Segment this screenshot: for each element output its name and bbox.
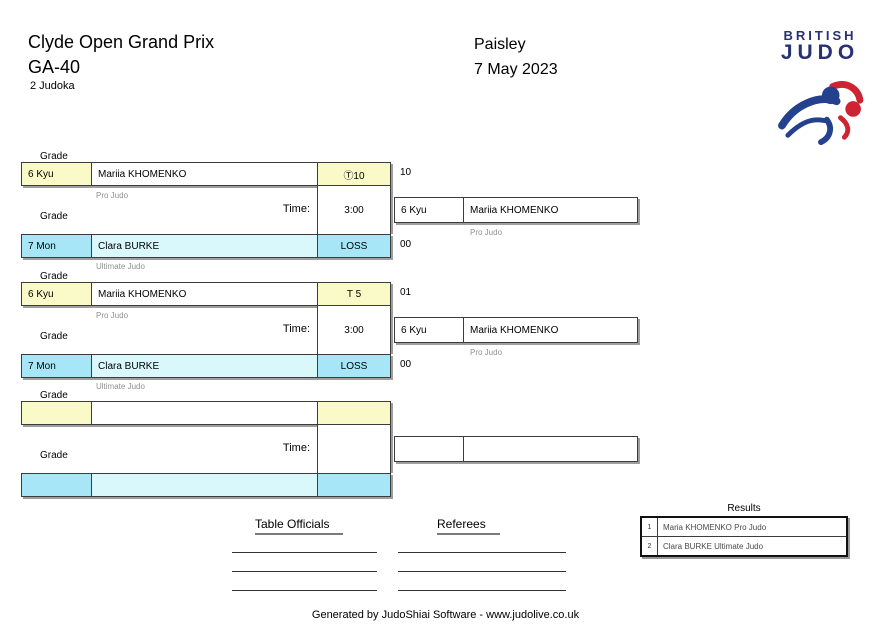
signature-line: [232, 571, 377, 572]
venue-name: Paisley: [474, 36, 526, 53]
time-label: Time:: [282, 203, 310, 215]
british-judo-logo: BRITISH JUDO: [772, 28, 868, 152]
results-row: 2 Clara BURKE Ultimate Judo: [642, 536, 846, 555]
venue-block: Paisley 7 May 2023: [474, 32, 558, 82]
results-row: 1 Maria KHOMENKO Pro Judo: [642, 518, 846, 536]
grade-label: Grade: [40, 331, 68, 342]
name-cell: Mariia KHOMENKO: [91, 163, 317, 185]
header-title-block: Clyde Open Grand Prix GA-40: [28, 30, 214, 80]
fighter-row-white: 6 Kyu Mariia KHOMENKO T 5: [21, 282, 391, 306]
points-value: 00: [400, 359, 412, 370]
match-bracket-2: Grade 6 Kyu Mariia KHOMENKO T 5 Pro Judo…: [0, 271, 891, 396]
winner-club-label: Pro Judo: [470, 228, 503, 237]
logo-text-judo: JUDO: [780, 41, 860, 64]
result-text: Clara BURKE Ultimate Judo: [663, 541, 764, 551]
category-title: GA-40: [28, 57, 81, 77]
score-cell: [317, 474, 390, 496]
score-cell: LOSS: [317, 235, 390, 257]
winner-box: [394, 436, 638, 462]
winner-name-cell: Mariia KHOMENKO: [463, 318, 637, 342]
time-value: 3:00: [317, 306, 391, 354]
winner-grade-cell: 6 Kyu: [401, 204, 427, 216]
result-position: 1: [642, 518, 658, 536]
name-cell: Clara BURKE: [91, 235, 317, 257]
signature-line: [398, 552, 566, 553]
event-title: Clyde Open Grand Prix: [28, 32, 215, 52]
grade-label: Grade: [40, 450, 68, 461]
club-label: Ultimate Judo: [96, 262, 145, 271]
score-cell: [317, 402, 390, 424]
club-label: Pro Judo: [96, 191, 129, 200]
match-bracket-3: Grade Time: Grade: [0, 390, 891, 515]
results-table: 1 Maria KHOMENKO Pro Judo 2 Clara BURKE …: [640, 516, 848, 557]
club-label: Ultimate Judo: [96, 382, 145, 391]
event-date: 7 May 2023: [474, 61, 558, 78]
winner-name-cell: Mariia KHOMENKO: [463, 198, 637, 222]
fighter-row-blue: 7 Mon Clara BURKE LOSS: [21, 234, 391, 258]
winner-grade-cell: [395, 437, 463, 461]
judo-figure-icon: [778, 81, 864, 146]
points-value: 00: [400, 239, 412, 250]
time-label: Time:: [282, 442, 310, 454]
fighter-row-blue: 7 Mon Clara BURKE LOSS: [21, 354, 391, 378]
score-cell: Ⓣ10: [317, 163, 390, 185]
grade-label: Grade: [40, 151, 68, 162]
grade-cell: 7 Mon: [22, 355, 91, 377]
results-title: Results: [727, 503, 761, 514]
winner-name-cell: [463, 437, 637, 461]
logo-text-british: BRITISH: [783, 28, 857, 43]
judoka-count: 2 Judoka: [30, 80, 75, 92]
winner-club-label: Pro Judo: [470, 348, 503, 357]
points-value: 10: [400, 167, 412, 178]
match-bracket-1: Grade 6 Kyu Mariia KHOMENKO Ⓣ10 Pro Judo…: [0, 151, 891, 276]
grade-cell: [22, 474, 91, 496]
time-value: 3:00: [317, 186, 391, 234]
table-officials-heading: Table Officials: [255, 517, 344, 535]
name-cell: Clara BURKE: [91, 355, 317, 377]
fighter-row-blue: [21, 473, 391, 497]
club-label: Pro Judo: [96, 311, 129, 320]
score-cell: LOSS: [317, 355, 390, 377]
score-cell: T 5: [317, 283, 390, 305]
name-cell: [91, 474, 317, 496]
result-position: 2: [642, 537, 658, 555]
signature-line: [232, 552, 377, 553]
name-cell: Mariia KHOMENKO: [91, 283, 317, 305]
fighter-row-white: [21, 401, 391, 425]
winner-box: 6 Kyu Mariia KHOMENKO: [394, 317, 638, 343]
winner-box: 6 Kyu Mariia KHOMENKO: [394, 197, 638, 223]
time-label: Time:: [282, 323, 310, 335]
name-cell: [91, 402, 317, 424]
grade-cell: 6 Kyu: [22, 283, 91, 305]
result-text: Maria KHOMENKO Pro Judo: [663, 522, 767, 532]
points-value: 01: [400, 287, 412, 298]
time-value: [317, 425, 391, 473]
signature-line: [398, 571, 566, 572]
grade-cell: 6 Kyu: [22, 163, 91, 185]
grade-label: Grade: [40, 271, 68, 282]
footer-credit: Generated by JudoShiai Software - www.ju…: [311, 609, 580, 621]
grade-label: Grade: [40, 211, 68, 222]
fighter-row-white: 6 Kyu Mariia KHOMENKO Ⓣ10: [21, 162, 391, 186]
grade-cell: 7 Mon: [22, 235, 91, 257]
signature-line: [232, 590, 377, 591]
winner-grade-cell: 6 Kyu: [401, 324, 427, 336]
grade-cell: [22, 402, 91, 424]
referees-heading: Referees: [437, 517, 500, 535]
signature-line: [398, 590, 566, 591]
grade-label: Grade: [40, 390, 68, 401]
